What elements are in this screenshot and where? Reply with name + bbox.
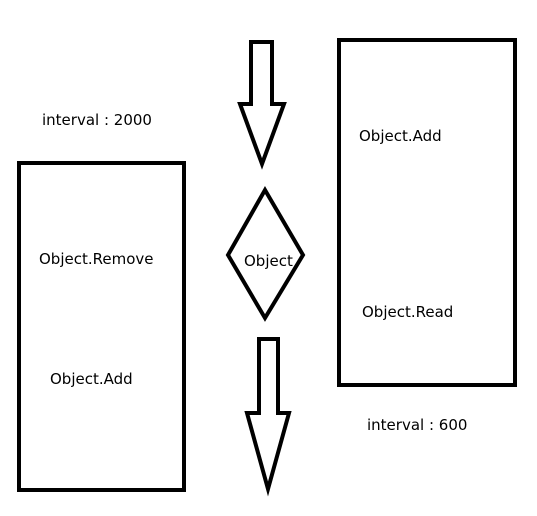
right-box	[337, 38, 517, 387]
left-box	[17, 161, 186, 492]
right-box-read-label: Object.Read	[362, 303, 453, 321]
interval-left-label: interval : 2000	[42, 111, 152, 129]
left-box-add-label: Object.Add	[50, 370, 133, 388]
object-diamond	[225, 185, 306, 322]
interval-right-label: interval : 600	[367, 416, 467, 434]
right-box-add-label: Object.Add	[359, 127, 442, 145]
diamond-object-label: Object	[244, 252, 293, 270]
left-box-remove-label: Object.Remove	[39, 250, 154, 268]
bottom-down-arrow	[244, 337, 292, 497]
top-down-arrow	[237, 40, 287, 170]
